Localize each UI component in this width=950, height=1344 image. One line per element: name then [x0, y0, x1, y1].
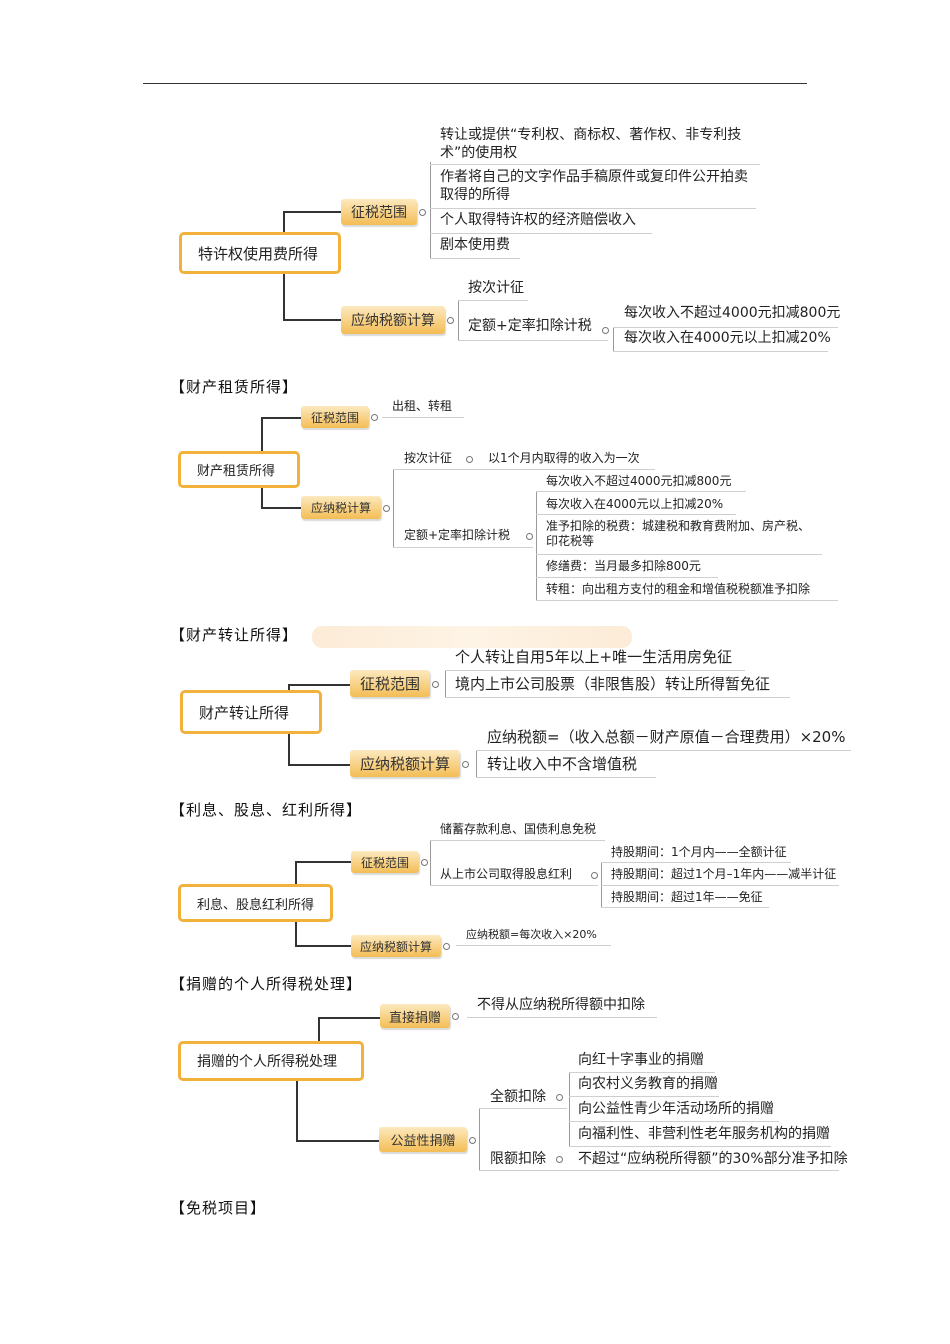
- calc-tag: 应纳税额计算: [350, 750, 469, 777]
- root-node: 捐赠的个人所得税处理: [178, 1041, 364, 1081]
- limit-item: 不超过“应纳税所得额”的30%部分准予扣除: [578, 1151, 848, 1167]
- calc-item: 定额+定率扣除计税: [468, 318, 592, 334]
- sub-item: 每次收入在4000元以上扣减20%: [546, 497, 724, 511]
- calc-item: 应纳税额=（收入总额－财产原值－合理费用）×20%: [487, 728, 846, 746]
- section-heading: 【财产租赁所得】: [170, 378, 299, 396]
- scope-item: 从上市公司取得股息红利: [440, 867, 573, 881]
- per-time: 按次计征: [404, 451, 453, 465]
- section-heading: 【免税项目】: [170, 1199, 267, 1217]
- sub-item: 每次收入不超过4000元扣减800元: [546, 474, 732, 488]
- scope-item: 储蓄存款利息、国债利息免税: [440, 822, 597, 836]
- scope-tag: 征税范围: [341, 199, 426, 225]
- calc-item: 转让收入中不含增值税: [487, 755, 638, 773]
- full-label: 全额扣除: [490, 1089, 546, 1105]
- root-node: 特许权使用费所得: [179, 232, 341, 274]
- scope-tag: 征税范围: [350, 670, 439, 697]
- scope-item: 出租、转租: [392, 399, 453, 413]
- root-node: 财产租赁所得: [178, 451, 300, 488]
- direct-item: 不得从应纳税所得额中扣除: [477, 997, 645, 1013]
- holding-item: 持股期间：超过1个月–1年内——减半计征: [611, 867, 837, 881]
- scope-item: 作者将自己的文字作品手稿原件或复印件公开拍卖取得的所得: [440, 169, 748, 203]
- deduct-item: 每次收入不超过4000元扣减800元: [624, 305, 841, 321]
- section-heading: 【财产转让所得】: [170, 626, 299, 644]
- scope-tag: 征税范围: [351, 851, 428, 873]
- deduct-item: 每次收入在4000元以上扣减20%: [624, 330, 831, 346]
- root-node: 财产转让所得: [180, 690, 322, 734]
- scope-item: 转让或提供“专利权、商标权、著作权、非专利技术”的使用权: [440, 127, 742, 161]
- limit-label: 限额扣除: [490, 1151, 546, 1167]
- root-node: 利息、股息红利所得: [178, 884, 333, 922]
- scope-item: 剧本使用费: [440, 237, 510, 253]
- full-item: 向农村义务教育的捐赠: [578, 1076, 718, 1092]
- header-rule: [143, 83, 807, 84]
- calc-tag: 应纳税额计算: [341, 306, 454, 334]
- section-heading: 【捐赠的个人所得税处理】: [170, 975, 363, 993]
- sub-item: 准予扣除的税费：城建税和教育费附加、房产税、印花税等: [546, 519, 811, 548]
- holding-item: 持股期间：超过1年——免征: [611, 890, 763, 904]
- per-time-note: 以1个月内取得的收入为一次: [488, 451, 640, 465]
- scope-item: 个人取得特许权的经济赔偿收入: [440, 212, 636, 228]
- full-item: 向公益性青少年活动场所的捐赠: [578, 1101, 774, 1117]
- sub-item: 修缮费：当月最多扣除800元: [546, 559, 701, 573]
- full-item: 向福利性、非营利性老年服务机构的捐赠: [578, 1126, 830, 1142]
- watermark-logo: [312, 626, 632, 648]
- section-heading: 【利息、股息、红利所得】: [170, 801, 363, 819]
- scope-item: 个人转让自用5年以上+唯一生活用房免征: [455, 648, 733, 666]
- public-tag: 公益性捐赠: [379, 1127, 476, 1152]
- calc-item: 应纳税额=每次收入×20%: [466, 928, 597, 941]
- calc-tag: 应纳税计算: [301, 496, 390, 519]
- direct-tag: 直接捐赠: [380, 1004, 459, 1028]
- holding-item: 持股期间：1个月内——全额计征: [611, 845, 787, 859]
- sub-item: 转租：向出租方支付的租金和增值税税额准予扣除: [546, 582, 811, 596]
- calc-tag: 应纳税额计算: [351, 935, 450, 957]
- full-item: 向红十字事业的捐赠: [578, 1052, 704, 1068]
- scope-item: 境内上市公司股票（非限售股）转让所得暂免征: [455, 675, 771, 693]
- fixed-rate: 定额+定率扣除计税: [404, 528, 511, 542]
- calc-item: 按次计征: [468, 280, 524, 296]
- scope-tag: 征税范围: [301, 406, 378, 428]
